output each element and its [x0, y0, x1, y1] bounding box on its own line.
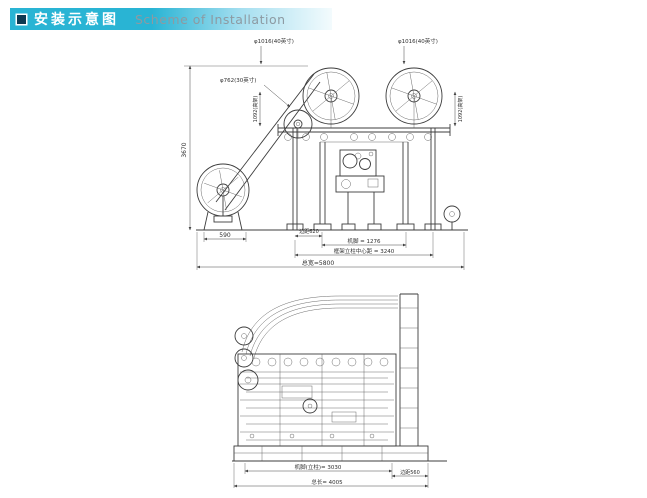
warp-sheet-arcs: [241, 295, 398, 359]
dim-side-foot-span: 机脚(立柱)= 3030: [295, 463, 342, 471]
dim-stand-offset: 590: [219, 232, 231, 239]
page-title-english: Scheme of Installation: [135, 11, 286, 27]
machine-body: [313, 141, 415, 231]
front-view-drawing: 3670 φ1016(40英寸) φ1016(40英寸) φ762(30英寸) …: [181, 37, 468, 270]
machine-side-body: [237, 353, 397, 447]
dim-reel-left-diameter: φ1016(40英寸): [254, 37, 294, 45]
reel-floor-left: [196, 163, 250, 231]
dim-reel-right-diameter: φ1016(40英寸): [398, 37, 438, 45]
dim-frame-height-left: 1092(高架): [252, 96, 259, 123]
dim-frame-height-right: 1092(高架): [457, 96, 464, 123]
front-frame-structure: [196, 73, 468, 231]
side-dimensions: 机脚(立柱)= 3030 边距560 总长= 4005: [233, 463, 429, 488]
dim-side-edge-margin: 边距560: [400, 469, 420, 476]
dim-overall-height: 3670: [181, 142, 188, 157]
front-dimensions: 3670 φ1016(40英寸) φ1016(40英寸) φ762(30英寸) …: [181, 37, 465, 270]
reel-small: [283, 109, 313, 139]
right-roller-stand: [443, 205, 461, 230]
dim-reel-small-diameter: φ762(30英寸): [220, 76, 256, 84]
title-banner: 安装示意图 Scheme of Installation: [10, 8, 332, 30]
dim-overall-width: 总宽=5800: [302, 259, 334, 267]
header: 安装示意图 Scheme of Installation: [10, 8, 332, 30]
reel-top-right: [385, 67, 443, 125]
side-ladder-frame: [399, 293, 419, 446]
dim-column-center-distance: 框架立柱中心距 = 3240: [334, 247, 395, 255]
dim-edge-margin: 边距620: [299, 228, 319, 235]
dim-foot-span: 机脚 = 1276: [347, 237, 381, 245]
page-title-chinese: 安装示意图: [34, 12, 119, 28]
bullet-square-icon: [17, 14, 26, 24]
reel-top-left: [302, 67, 360, 125]
dim-side-overall-length: 总长= 4005: [311, 478, 343, 486]
side-view-drawing: 机脚(立柱)= 3030 边距560 总长= 4005: [232, 293, 447, 488]
base-plinth: [232, 445, 447, 462]
